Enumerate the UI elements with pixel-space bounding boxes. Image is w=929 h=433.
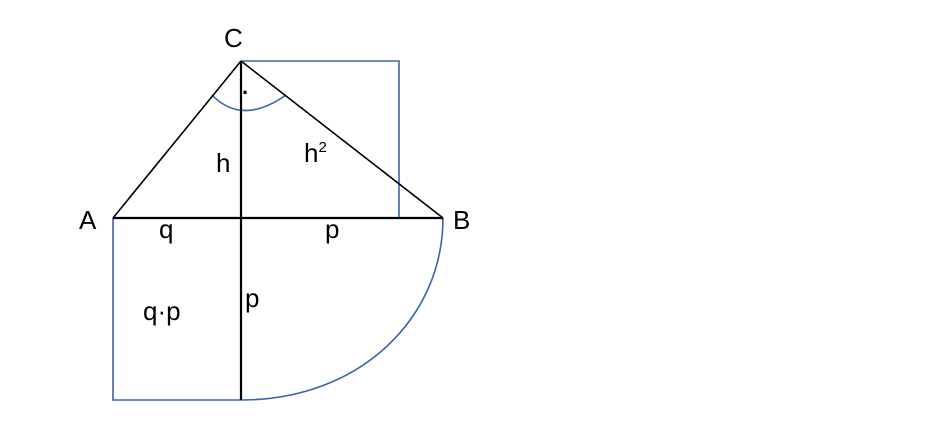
height-square [241, 60, 400, 218]
product-rectangle [112, 218, 241, 401]
side-cb [240, 60, 444, 219]
segment-p-label: p [325, 214, 339, 244]
right-angle-mark: . [242, 74, 248, 99]
segment-q-label: q [159, 214, 173, 244]
transfer-arc [240, 217, 444, 401]
side-ac [112, 60, 242, 219]
height-squared-exponent: 2 [318, 139, 326, 156]
right-angle-arc [211, 94, 287, 112]
vertex-label-a: A [79, 205, 97, 235]
rectangle-product-label: q·p [143, 296, 181, 326]
vertex-label-b: B [453, 205, 470, 235]
segment-p-vertical-label: p [245, 283, 259, 313]
height-squared-base: h [304, 138, 318, 168]
height-squared-label: h2 [304, 138, 327, 168]
height-label: h [216, 148, 230, 178]
vertex-label-c: C [224, 23, 243, 53]
